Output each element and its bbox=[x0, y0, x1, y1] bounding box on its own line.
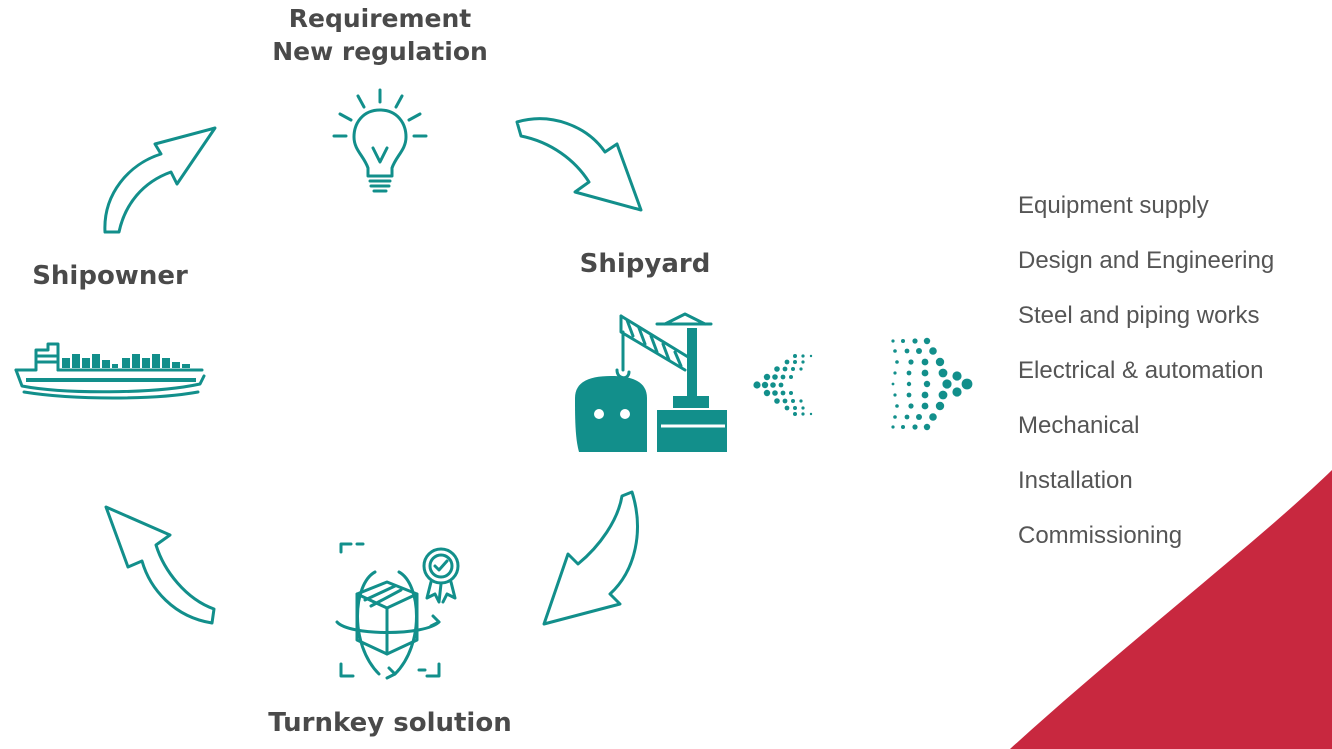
service-item: Commissioning bbox=[1018, 522, 1183, 549]
dotted-arrow-right-icon bbox=[891, 337, 973, 431]
service-item: Electrical & automation bbox=[1018, 357, 1264, 384]
requirement-line-1: Requirement bbox=[288, 4, 472, 33]
service-item: Mechanical bbox=[1018, 412, 1140, 439]
service-item: Equipment supply bbox=[1018, 192, 1209, 219]
arrow-to-turnkey bbox=[542, 490, 639, 626]
service-item: Design and Engineering bbox=[1018, 247, 1275, 274]
shipyard-crane-icon bbox=[575, 312, 727, 452]
arrow-to-shipyard bbox=[515, 117, 643, 212]
container-ship-icon bbox=[14, 342, 206, 400]
turnkey-label: Turnkey solution bbox=[268, 708, 512, 738]
arrow-to-requirement bbox=[103, 126, 217, 234]
turnkey-cube-icon bbox=[335, 542, 460, 680]
requirement-line-2: New regulation bbox=[272, 37, 488, 66]
shipowner-label: Shipowner bbox=[32, 261, 188, 291]
services-list: Equipment supply Design and Engineering … bbox=[1018, 192, 1274, 577]
service-item: Installation bbox=[1018, 467, 1133, 494]
lightbulb-icon bbox=[332, 88, 428, 193]
service-item: Steel and piping works bbox=[1018, 302, 1260, 329]
requirement-label: Requirement New regulation bbox=[240, 2, 520, 68]
dotted-chevron-left-icon bbox=[753, 354, 813, 416]
shipyard-label: Shipyard bbox=[579, 249, 711, 279]
arrow-to-shipowner bbox=[104, 505, 216, 625]
